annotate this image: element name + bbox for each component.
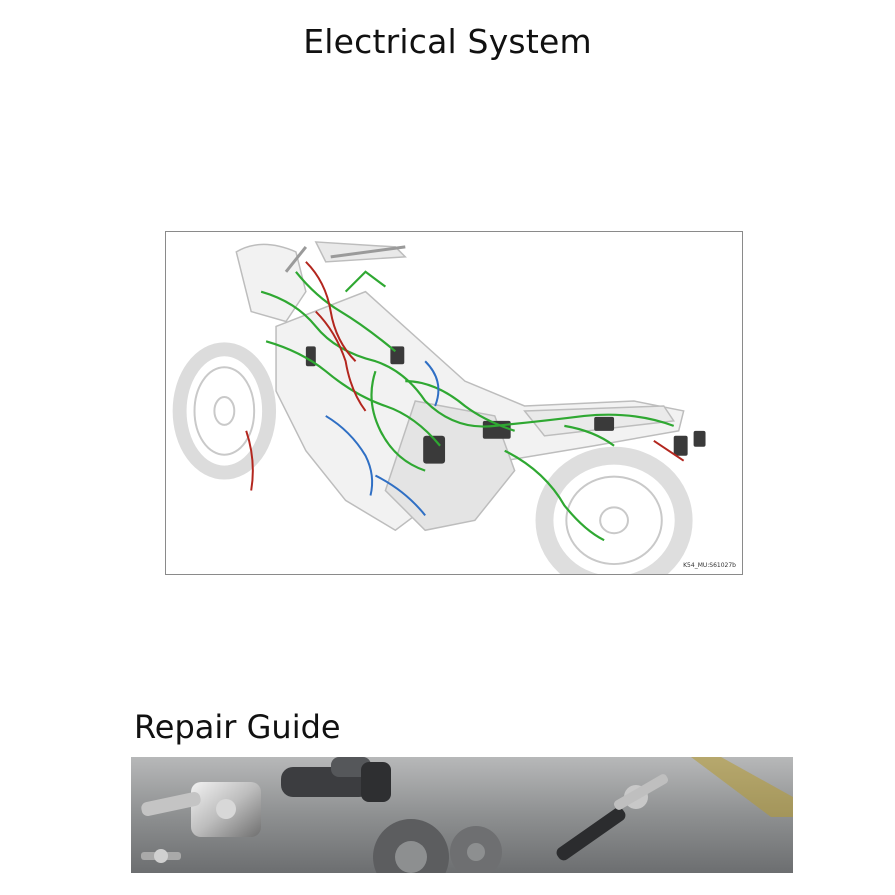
gears bbox=[373, 819, 502, 873]
diagram-reference-code: K54_MU:S61027b bbox=[683, 562, 736, 569]
bolts bbox=[141, 849, 181, 863]
section-title: Repair Guide bbox=[134, 708, 341, 746]
page-title: Electrical System bbox=[303, 22, 592, 61]
frame-outline bbox=[235, 241, 685, 532]
piston bbox=[141, 782, 261, 837]
wrench bbox=[556, 774, 669, 861]
repair-guide-banner bbox=[131, 757, 793, 873]
engine-parts-tools-image bbox=[131, 757, 793, 873]
blue-wiring bbox=[325, 360, 440, 516]
rear-wheel bbox=[535, 446, 693, 574]
crankshaft bbox=[281, 757, 391, 802]
front-wheel bbox=[172, 342, 277, 480]
wiring-diagram: K54_MU:S61027b bbox=[165, 231, 743, 575]
motorcycle-wiring-illustration bbox=[172, 241, 706, 574]
red-wiring bbox=[245, 261, 685, 491]
handlebar bbox=[284, 245, 406, 273]
